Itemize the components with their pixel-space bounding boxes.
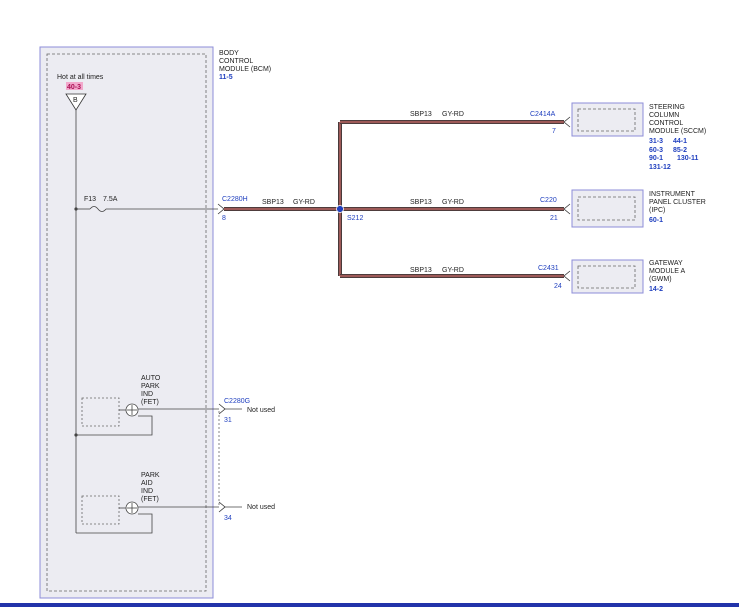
bottom-border-bar <box>0 603 739 607</box>
connector-c220-arrow <box>563 203 571 215</box>
splice-s212 <box>336 205 344 213</box>
hot-ref: 40-3 <box>67 84 81 91</box>
pin-24-label: 24 <box>554 283 562 290</box>
gwm-module-box <box>571 259 644 294</box>
park-aid-ind-label: PARK AID IND (FET) <box>141 472 162 503</box>
wire-circuit-label-ipc: SBP13 <box>410 199 432 206</box>
not-used-label-34: Not used <box>247 504 275 511</box>
gwm-ref: 14-2 <box>649 286 663 293</box>
bus-letter: B <box>73 97 78 104</box>
connector-c2431-arrow <box>563 270 571 282</box>
wire-color-label-gwm: GY-RD <box>442 267 464 274</box>
pin-31-label: 31 <box>224 417 232 424</box>
park-aid-driver-box <box>81 495 120 525</box>
sccm-ref: 90-1 <box>649 155 663 162</box>
auto-park-return-wire <box>76 415 153 436</box>
park-aid-return-wire <box>76 513 153 534</box>
connector-c2280g-arrow-34 <box>218 501 226 513</box>
sccm-ref: 31-3 <box>649 138 663 145</box>
ipc-title: INSTRUMENT PANEL CLUSTER (IPC) <box>649 191 708 214</box>
bcm-ref: 11-5 <box>219 74 233 81</box>
gwm-inner-dashed-box <box>577 265 636 289</box>
connector-c2280h-label: C2280H <box>222 196 248 203</box>
connector-c2280g-label: C2280G <box>224 398 250 405</box>
hot-at-all-times-label: Hot at all times <box>57 74 104 81</box>
fuse-symbol <box>89 206 107 212</box>
sccm-ref: 130-11 <box>677 155 699 162</box>
pin-34-label: 34 <box>224 515 232 522</box>
connector-c220-label: C220 <box>540 197 557 204</box>
sccm-ref: 44-1 <box>673 138 687 145</box>
pin-7-label: 7 <box>552 128 556 135</box>
sccm-ref: 60-3 <box>649 147 663 154</box>
connector-c2280h-arrow <box>217 203 225 215</box>
hot-ref-highlight <box>66 82 83 90</box>
fuse-rating: 7.5A <box>103 196 118 203</box>
bcm-title: BODY CONTROL MODULE (BCM) <box>219 50 271 73</box>
sccm-module-box <box>571 102 644 137</box>
connector-c2414a-arrow <box>563 116 571 128</box>
auto-park-driver-box <box>81 397 120 427</box>
wire-color-label-ipc: GY-RD <box>442 199 464 206</box>
wire-circuit-label-sccm: SBP13 <box>410 111 432 118</box>
ipc-ref: 60-1 <box>649 217 663 224</box>
auto-park-ind-label: AUTO PARK IND (FET) <box>141 375 162 406</box>
sccm-ref: 85-2 <box>673 147 687 154</box>
wire-circuit-label-gwm: SBP13 <box>410 267 432 274</box>
sccm-refs: 31-3 44-1 60-3 85-2 90-1 130-11 131-12 <box>649 138 699 171</box>
bcm-module-box <box>39 46 214 599</box>
splice-label: S212 <box>347 215 363 222</box>
wire-color-label-bcm: GY-RD <box>293 199 315 206</box>
bus-triangle <box>65 93 87 111</box>
sccm-inner-dashed-box <box>577 108 636 132</box>
connector-c2431-label: C2431 <box>538 265 559 272</box>
sccm-title: STEERING COLUMN CONTROL MODULE (SCCM) <box>649 104 706 135</box>
fuse-name: F13 <box>84 196 96 203</box>
gwm-title: GATEWAY MODULE A (GWM) <box>649 260 687 283</box>
wire-color-label-sccm: GY-RD <box>442 111 464 118</box>
connector-c2280g-arrow-31 <box>218 403 226 415</box>
ipc-module-box <box>571 189 644 228</box>
bcm-inner-dashed-box <box>46 53 207 592</box>
not-used-label-31: Not used <box>247 407 275 414</box>
sccm-ref: 131-12 <box>649 164 671 171</box>
connector-c2414a-label: C2414A <box>530 111 556 118</box>
wire-circuit-label-bcm: SBP13 <box>262 199 284 206</box>
harness-wires <box>224 120 564 278</box>
pin-8-label: 8 <box>222 215 226 222</box>
pin-21-label: 21 <box>550 215 558 222</box>
